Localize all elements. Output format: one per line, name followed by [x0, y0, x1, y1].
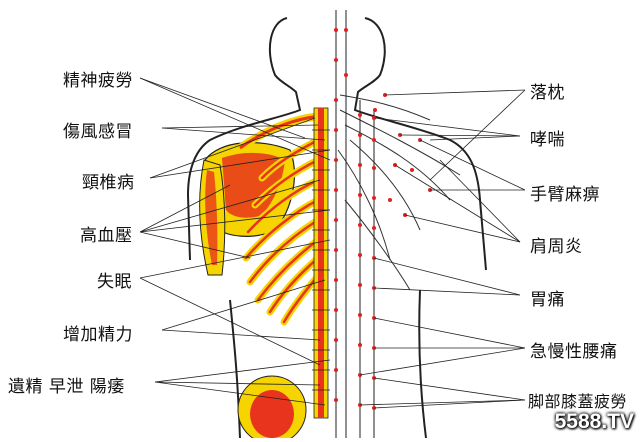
body-outline [186, 17, 487, 439]
leader-lines-left [139, 77, 331, 406]
label-arm-numbness: 手臂麻痹 [530, 185, 600, 205]
muscle-lines [337, 94, 461, 291]
watermark: 5588.TV [554, 410, 634, 433]
meridian-lines [335, 10, 375, 438]
label-leg-knee-fatigue: 脚部膝蓋疲勞 [528, 392, 628, 411]
label-hypertension: 高血壓 [80, 226, 133, 246]
leader-lines-right [359, 89, 526, 409]
acupoints [334, 28, 432, 410]
label-insomnia: 失眠 [97, 272, 132, 292]
label-stiff-neck: 落枕 [530, 83, 565, 103]
label-asthma: 哮喘 [530, 130, 565, 150]
label-sexual-dysfunction: 遺精 早泄 陽痿 [8, 377, 125, 397]
label-back-pain: 急慢性腰痛 [530, 342, 618, 362]
label-increase-energy: 增加精力 [63, 325, 133, 345]
label-frozen-shoulder: 肩周炎 [530, 237, 583, 257]
label-cervical-spondylosis: 頸椎病 [82, 173, 135, 193]
label-stomach-ache: 胃痛 [530, 290, 565, 310]
label-mental-fatigue: 精神疲勞 [63, 71, 133, 91]
label-cold-flu: 傷風感冒 [63, 122, 133, 142]
skeleton [199, 107, 330, 442]
